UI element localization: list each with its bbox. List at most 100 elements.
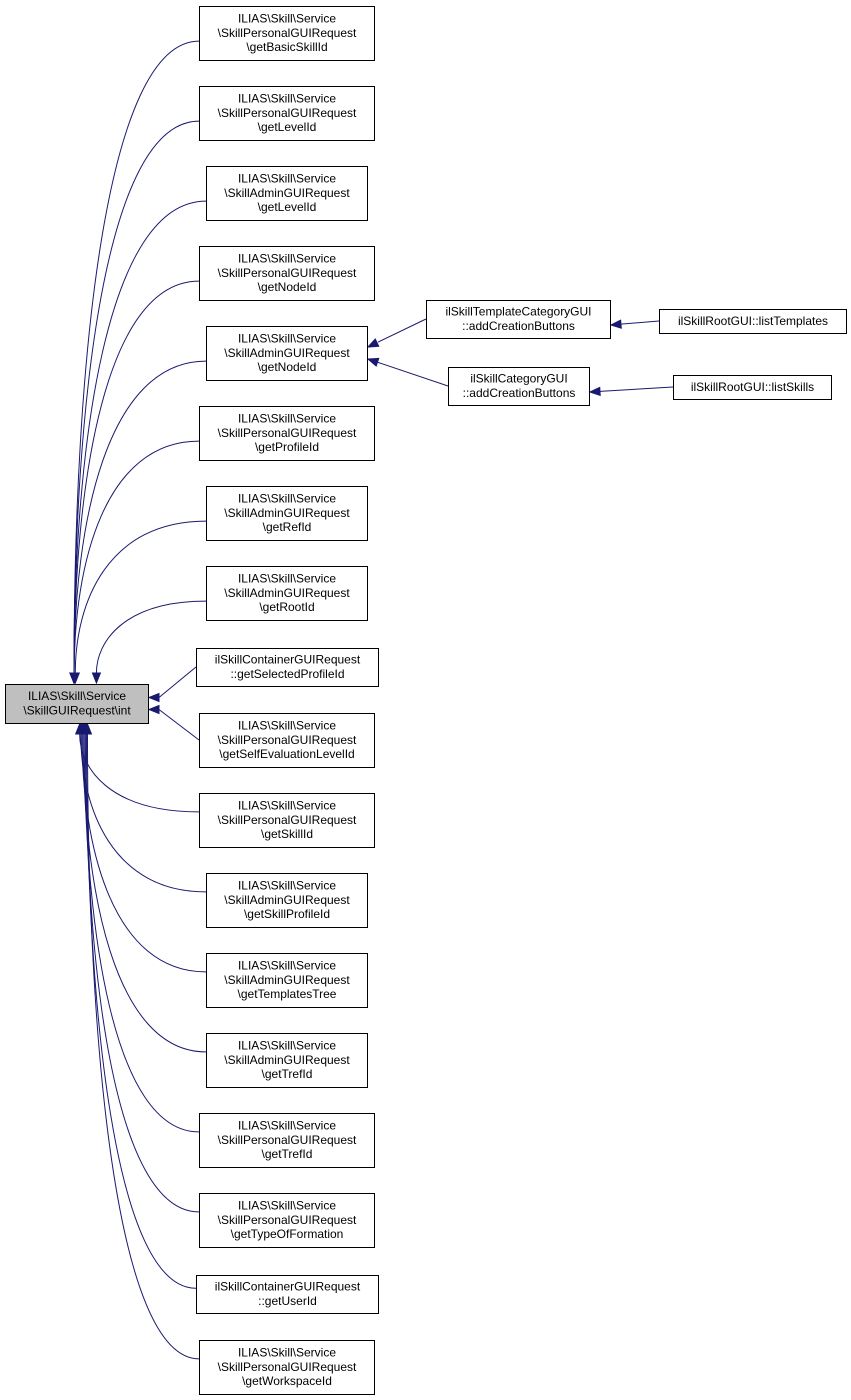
nodes-layer: ILIAS\Skill\Service\SkillGUIRequest\intI… (5, 6, 847, 1395)
graph-node[interactable]: ILIAS\Skill\Service\SkillPersonalGUIRequ… (199, 1193, 375, 1248)
node-label-line: ilSkillRootGUI::listSkills (691, 380, 814, 394)
node-box (5, 684, 149, 724)
node-label-line: \getNodeId (258, 280, 317, 294)
node-label-line: \getSkillId (261, 827, 313, 841)
call-edge (95, 600, 207, 674)
call-edge (86, 733, 200, 1360)
graph-node[interactable]: ILIAS\Skill\Service\SkillAdminGUIRequest… (206, 486, 368, 541)
node-label-line: \SkillPersonalGUIRequest (218, 733, 357, 747)
node-box (196, 1275, 379, 1314)
graph-node[interactable]: ILIAS\Skill\Service\SkillPersonalGUIRequ… (199, 406, 375, 461)
graph-node[interactable]: ILIAS\Skill\Service\SkillPersonalGUIRequ… (199, 713, 375, 768)
node-box (206, 166, 368, 221)
node-box (659, 309, 847, 334)
node-box (206, 953, 368, 1008)
graph-node[interactable]: ILIAS\Skill\Service\SkillPersonalGUIRequ… (199, 246, 375, 301)
graph-node[interactable]: ILIAS\Skill\Service\SkillPersonalGUIRequ… (199, 86, 375, 141)
node-label-line: ilSkillRootGUI::listTemplates (678, 314, 828, 328)
call-edge (73, 200, 207, 674)
node-label-line: ilSkillContainerGUIRequest (215, 1280, 361, 1294)
graph-node[interactable]: ilSkillTemplateCategoryGUI::addCreationB… (426, 300, 611, 339)
node-label-line: ::getSelectedProfileId (230, 667, 344, 681)
call-edge (73, 280, 200, 674)
graph-node[interactable]: ILIAS\Skill\Service\SkillPersonalGUIRequ… (199, 793, 375, 848)
graph-node[interactable]: ILIAS\Skill\Service\SkillAdminGUIRequest… (206, 953, 368, 1008)
node-label-line: ILIAS\Skill\Service (238, 1119, 336, 1133)
node-box (426, 300, 611, 339)
call-edge (74, 520, 207, 674)
graph-node[interactable]: ILIAS\Skill\Service\SkillPersonalGUIRequ… (199, 6, 375, 61)
node-box (448, 367, 590, 406)
graph-node[interactable]: ilSkillCategoryGUI::addCreationButtons (448, 367, 590, 406)
node-box (206, 873, 368, 928)
graph-node[interactable]: ILIAS\Skill\Service\SkillAdminGUIRequest… (206, 1033, 368, 1088)
node-label-line: ILIAS\Skill\Service (238, 1346, 336, 1360)
node-label-line: \SkillAdminGUIRequest (224, 1053, 350, 1067)
graph-node[interactable]: ILIAS\Skill\Service\SkillAdminGUIRequest… (206, 566, 368, 621)
node-box (199, 713, 375, 768)
node-label-line: ILIAS\Skill\Service (238, 959, 336, 973)
node-label-line: ILIAS\Skill\Service (238, 1199, 336, 1213)
graph-node[interactable]: ilSkillRootGUI::listSkills (673, 375, 832, 400)
node-label-line: \SkillAdminGUIRequest (224, 586, 350, 600)
graph-node[interactable]: ILIAS\Skill\Service\SkillPersonalGUIRequ… (199, 1340, 375, 1395)
node-label-line: \getWorkspaceId (242, 1374, 332, 1388)
node-label-line: \SkillPersonalGUIRequest (218, 26, 357, 40)
node-label-line: \SkillPersonalGUIRequest (218, 1360, 357, 1374)
arrowhead (366, 338, 380, 348)
arrowhead (82, 722, 93, 735)
node-box (206, 566, 368, 621)
graph-node[interactable]: ILIAS\Skill\Service\SkillAdminGUIRequest… (206, 166, 368, 221)
node-label-line: \SkillPersonalGUIRequest (218, 426, 357, 440)
edges-layer (69, 40, 674, 1360)
node-label-line: \getProfileId (255, 440, 319, 454)
node-label-line: ILIAS\Skill\Service (238, 92, 336, 106)
graph-node[interactable]: ilSkillContainerGUIRequest::getSelectedP… (196, 648, 379, 687)
node-box (199, 1193, 375, 1248)
node-label-line: ILIAS\Skill\Service (238, 412, 336, 426)
call-edge (85, 733, 197, 1289)
node-label-line: ILIAS\Skill\Service (238, 1039, 336, 1053)
call-edge (377, 318, 427, 343)
call-edge (73, 40, 200, 674)
node-label-line: \SkillPersonalGUIRequest (218, 1133, 357, 1147)
arrowhead (588, 386, 601, 397)
node-label-line: \SkillAdminGUIRequest (224, 186, 350, 200)
node-label-line: ILIAS\Skill\Service (238, 799, 336, 813)
node-box (673, 375, 832, 400)
graph-node[interactable]: ILIAS\Skill\Service\SkillAdminGUIRequest… (206, 873, 368, 928)
node-label-line: ILIAS\Skill\Service (28, 689, 126, 703)
node-label-line: \getRootId (259, 600, 314, 614)
node-box (206, 326, 368, 381)
graph-node[interactable]: ILIAS\Skill\Service\SkillPersonalGUIRequ… (199, 1113, 375, 1168)
root-node[interactable]: ILIAS\Skill\Service\SkillGUIRequest\int (5, 684, 149, 724)
node-label-line: \getTemplatesTree (238, 987, 337, 1001)
node-label-line: \getLevelId (258, 120, 317, 134)
node-label-line: ilSkillTemplateCategoryGUI (445, 305, 591, 319)
call-edge (81, 733, 207, 973)
node-label-line: \getLevelId (258, 200, 317, 214)
graph-node[interactable]: ilSkillContainerGUIRequest::getUserId (196, 1275, 379, 1314)
node-label-line: \SkillPersonalGUIRequest (218, 266, 357, 280)
node-label-line: ::getUserId (258, 1294, 317, 1308)
node-label-line: \SkillGUIRequest\int (23, 704, 131, 718)
node-box (199, 406, 375, 461)
node-label-line: ILIAS\Skill\Service (238, 719, 336, 733)
arrowhead (91, 672, 102, 685)
node-box (199, 793, 375, 848)
arrowhead (70, 672, 81, 685)
node-label-line: \getTypeOfFormation (231, 1227, 344, 1241)
node-label-line: ilSkillContainerGUIRequest (215, 653, 361, 667)
node-label-line: \SkillAdminGUIRequest (224, 346, 350, 360)
node-label-line: \SkillAdminGUIRequest (224, 506, 350, 520)
call-edge (158, 709, 200, 741)
node-box (196, 648, 379, 687)
graph-node[interactable]: ILIAS\Skill\Service\SkillAdminGUIRequest… (206, 326, 368, 381)
node-label-line: \getRefId (263, 520, 312, 534)
graph-node[interactable]: ilSkillRootGUI::listTemplates (659, 309, 847, 334)
call-edge (620, 320, 660, 325)
call-edge (599, 386, 674, 392)
node-label-line: \getTrefId (262, 1067, 313, 1081)
node-label-line: ilSkillCategoryGUI (470, 372, 567, 386)
